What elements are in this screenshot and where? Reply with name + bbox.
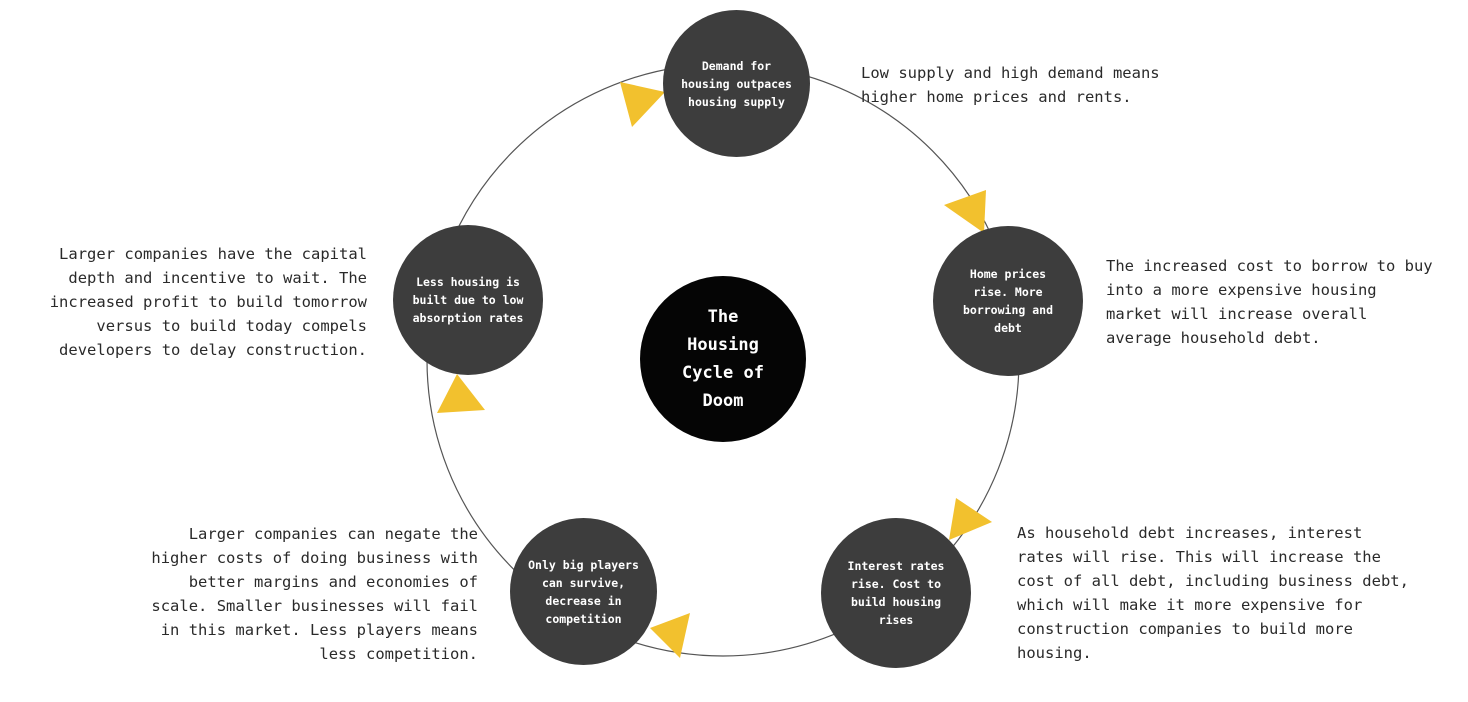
- node-home-prices-rise-label: Home prices rise. More borrowing and deb…: [962, 267, 1053, 335]
- arrow-home-prices-to-interest-rates: [949, 498, 992, 540]
- arrow-interest-rates-to-big-players: [650, 613, 690, 658]
- note-household-debt-increases: As household debt increases, interest ra…: [1017, 521, 1417, 665]
- node-interest-rates-rise-label: Interest rates rise. Cost to build housi…: [847, 559, 945, 627]
- node-home-prices-rise: Home prices rise. More borrowing and deb…: [933, 226, 1083, 376]
- note-increased-cost-to-borrow: The increased cost to borrow to buy into…: [1106, 254, 1441, 350]
- note-low-supply: Low supply and high demand means higher …: [861, 61, 1206, 109]
- node-only-big-players-label: Only big players can survive, decrease i…: [528, 557, 639, 626]
- arrow-less-housing-to-demand: [620, 82, 665, 127]
- node-interest-rates-rise: Interest rates rise. Cost to build housi…: [821, 518, 971, 668]
- arrow-demand-to-home-prices: [944, 190, 986, 233]
- arrow-big-players-to-less-housing: [437, 374, 485, 413]
- center-title-label: The Housing Cycle of Doom: [682, 307, 764, 411]
- node-demand-outpaces-supply-label: Demand for housing outpaces housing supp…: [681, 58, 792, 109]
- center-title: The Housing Cycle of Doom: [640, 276, 806, 442]
- note-increased-cost-to-borrow-text: The increased cost to borrow to buy into…: [1106, 257, 1433, 347]
- note-larger-companies-negate: Larger companies can negate the higher c…: [124, 522, 478, 666]
- node-less-housing-built: Less housing is built due to low absorpt…: [393, 225, 543, 375]
- node-only-big-players: Only big players can survive, decrease i…: [510, 518, 657, 665]
- note-low-supply-text: Low supply and high demand means higher …: [861, 64, 1160, 106]
- node-demand-outpaces-supply: Demand for housing outpaces housing supp…: [663, 10, 810, 157]
- note-household-debt-increases-text: As household debt increases, interest ra…: [1017, 524, 1409, 662]
- note-larger-companies-wait: Larger companies have the capital depth …: [10, 242, 367, 362]
- note-larger-companies-wait-text: Larger companies have the capital depth …: [49, 245, 367, 359]
- note-larger-companies-negate-text: Larger companies can negate the higher c…: [151, 525, 478, 663]
- node-less-housing-built-label: Less housing is built due to low absorpt…: [412, 275, 524, 325]
